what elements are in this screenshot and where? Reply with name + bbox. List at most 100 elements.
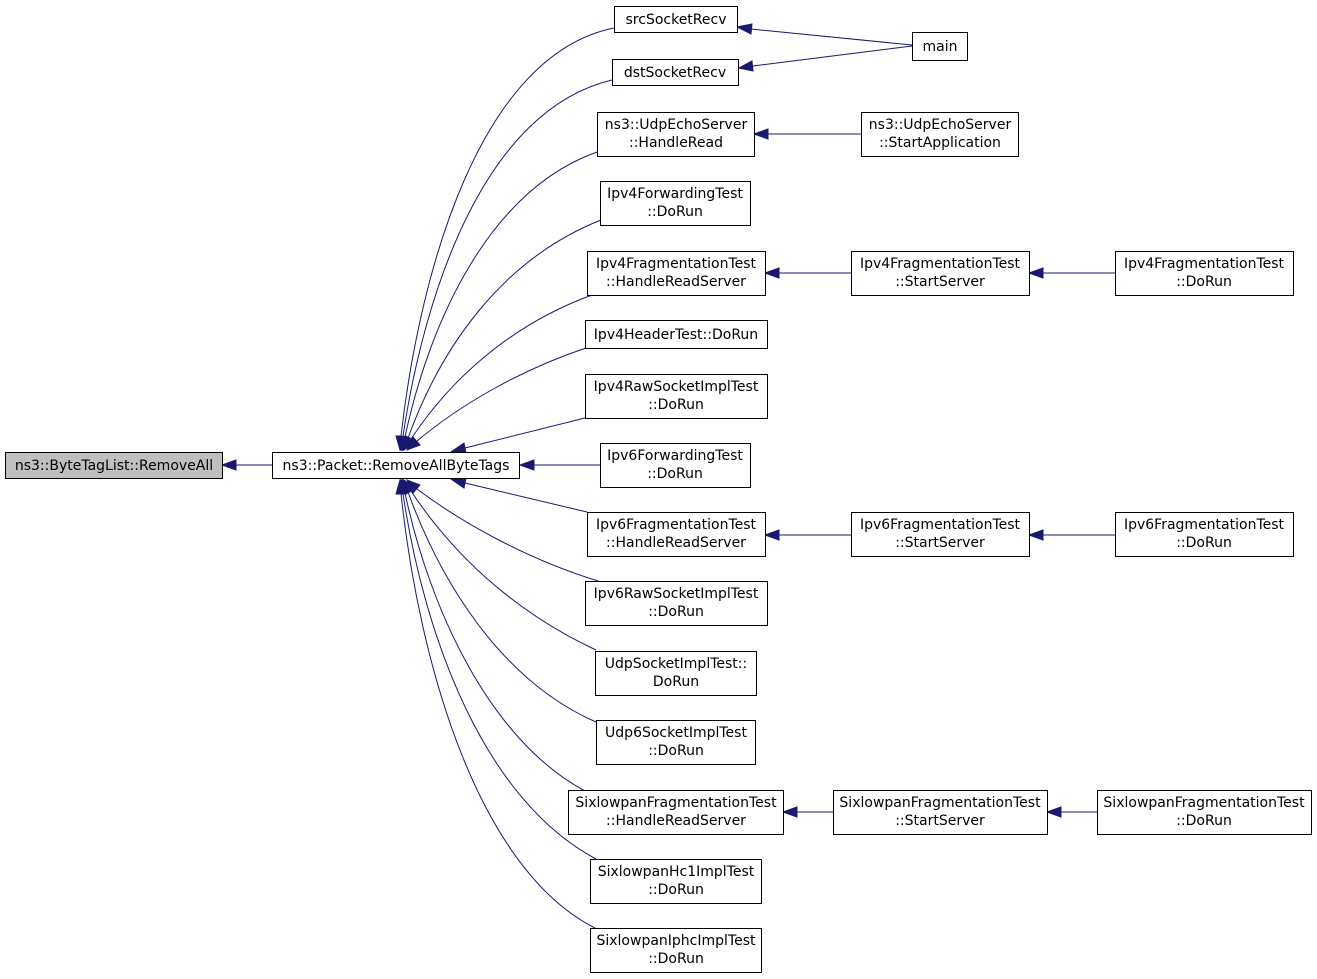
edge-ipv4fwd-to-packet bbox=[407, 219, 602, 439]
edge-arrow bbox=[518, 459, 535, 471]
node-ipv6forwardingtest-dorun[interactable]: Ipv6ForwardingTest ::DoRun bbox=[600, 443, 751, 488]
edge-ipv4frag-read-to-packet bbox=[410, 294, 593, 440]
node-label: SixlowpanIphcImplTest bbox=[596, 933, 756, 949]
node-label: Ipv4HeaderTest::DoRun bbox=[594, 327, 758, 343]
node-label: Ipv6FragmentationTest bbox=[1124, 517, 1285, 533]
node-dstsocketrecv[interactable]: dstSocketRecv bbox=[612, 59, 739, 86]
edge-udpsock-to-packet bbox=[410, 490, 597, 651]
edge-ipv6frag-read-to-packet bbox=[464, 482, 588, 513]
node-label: Ipv6FragmentationTest bbox=[860, 517, 1021, 533]
edge-arrow bbox=[1027, 267, 1044, 279]
node-label: ns3::UdpEchoServer bbox=[869, 117, 1012, 133]
edge-dstrecv-to-packet bbox=[402, 79, 613, 437]
node-srcsocketrecv[interactable]: srcSocketRecv bbox=[614, 6, 738, 33]
node-sixlowpanfragmentationtest-handlereadserver[interactable]: SixlowpanFragmentationTest ::HandleReadS… bbox=[568, 790, 784, 835]
node-label: Udp6SocketImplTest bbox=[605, 725, 747, 741]
edge-ipv4hdr-to-packet bbox=[416, 347, 587, 442]
node-label: Ipv4FragmentationTest bbox=[596, 256, 757, 272]
node-label: DoRun bbox=[653, 674, 699, 690]
edge-arrow bbox=[1027, 529, 1044, 541]
node-label: ::DoRun bbox=[648, 882, 704, 898]
node-ipv6fragmentationtest-startserver[interactable]: Ipv6FragmentationTest ::StartServer bbox=[851, 512, 1030, 557]
edge-main-to-dstrecv bbox=[752, 45, 913, 67]
node-bytetaglist-removeall[interactable]: ns3::ByteTagList::RemoveAll bbox=[5, 452, 223, 479]
node-label: srcSocketRecv bbox=[626, 12, 727, 28]
node-label: ns3::Packet::RemoveAllByteTags bbox=[283, 458, 510, 474]
edge-sixhc1-to-packet bbox=[402, 493, 597, 860]
node-label: ::HandleReadServer bbox=[606, 535, 746, 551]
edge-arrow bbox=[781, 806, 798, 818]
node-label: ::DoRun bbox=[648, 397, 704, 413]
edge-arrow bbox=[449, 442, 467, 454]
edge-ipv4raw-to-packet bbox=[464, 417, 586, 449]
edge-arrow bbox=[737, 60, 754, 72]
node-label: ::DoRun bbox=[1176, 813, 1232, 829]
edge-arrow bbox=[735, 23, 753, 35]
node-label: ::HandleReadServer bbox=[606, 813, 746, 829]
node-label: ::HandleRead bbox=[629, 135, 723, 151]
node-ipv6fragmentationtest-dorun[interactable]: Ipv6FragmentationTest ::DoRun bbox=[1115, 512, 1294, 557]
node-label: ::HandleReadServer bbox=[606, 274, 746, 290]
node-label: dstSocketRecv bbox=[624, 65, 726, 81]
node-label: UdpSocketImplTest:: bbox=[605, 656, 747, 672]
node-label: Ipv6ForwardingTest bbox=[607, 448, 743, 464]
node-label: SixlowpanHc1ImplTest bbox=[598, 864, 755, 880]
node-label: ::StartServer bbox=[895, 535, 985, 551]
node-label: ::DoRun bbox=[648, 743, 704, 759]
edge-sixiphc-to-packet bbox=[400, 493, 596, 929]
node-sixlowpanhc1impltest-dorun[interactable]: SixlowpanHc1ImplTest ::DoRun bbox=[590, 859, 762, 904]
node-label: ::DoRun bbox=[1176, 535, 1232, 551]
edge-arrow bbox=[449, 477, 467, 489]
edges bbox=[220, 23, 1115, 929]
node-packet-removeallbytetags[interactable]: ns3::Packet::RemoveAllByteTags bbox=[272, 452, 520, 479]
edge-srcrecv-to-packet bbox=[400, 27, 615, 437]
node-ipv4headertest-dorun[interactable]: Ipv4HeaderTest::DoRun bbox=[585, 320, 768, 349]
node-label: SixlowpanFragmentationTest bbox=[1103, 795, 1305, 811]
edge-sixfrag-read-to-packet bbox=[404, 492, 586, 792]
node-label: ::StartApplication bbox=[879, 135, 1001, 151]
node-label: ::DoRun bbox=[647, 204, 703, 220]
node-sixlowpanfragmentationtest-dorun[interactable]: SixlowpanFragmentationTest ::DoRun bbox=[1097, 790, 1312, 835]
node-label: ::DoRun bbox=[648, 604, 704, 620]
node-ipv4forwardingtest-dorun[interactable]: Ipv4ForwardingTest ::DoRun bbox=[600, 181, 751, 226]
node-label: ns3::ByteTagList::RemoveAll bbox=[15, 458, 213, 474]
node-label: ns3::UdpEchoServer bbox=[605, 117, 748, 133]
node-ipv6rawsocketimpltest-dorun[interactable]: Ipv6RawSocketImplTest ::DoRun bbox=[585, 581, 768, 626]
node-ipv4rawsocketimpltest-dorun[interactable]: Ipv4RawSocketImplTest ::DoRun bbox=[585, 374, 768, 419]
node-label: ::StartServer bbox=[895, 813, 985, 829]
node-label: Ipv4FragmentationTest bbox=[1124, 256, 1285, 272]
edge-arrow bbox=[406, 436, 421, 451]
node-main[interactable]: main bbox=[912, 32, 968, 61]
edge-udp6sock-to-packet bbox=[407, 491, 597, 723]
node-sixlowpaniphcimpltest-dorun[interactable]: SixlowpanIphcImplTest ::DoRun bbox=[590, 928, 762, 973]
node-udpechoserver-startapplication[interactable]: ns3::UdpEchoServer ::StartApplication bbox=[861, 112, 1019, 157]
node-label: Ipv6FragmentationTest bbox=[596, 517, 757, 533]
node-ipv4fragmentationtest-startserver[interactable]: Ipv4FragmentationTest ::StartServer bbox=[851, 251, 1030, 296]
edge-arrow bbox=[763, 529, 780, 541]
node-ipv6fragmentationtest-handlereadserver[interactable]: Ipv6FragmentationTest ::HandleReadServer bbox=[587, 512, 766, 557]
edge-main-to-srcrecv bbox=[750, 28, 913, 46]
node-label: Ipv4RawSocketImplTest bbox=[594, 379, 759, 395]
node-ipv4fragmentationtest-dorun[interactable]: Ipv4FragmentationTest ::DoRun bbox=[1115, 251, 1294, 296]
node-udpechoserver-handleread[interactable]: ns3::UdpEchoServer ::HandleRead bbox=[597, 112, 755, 157]
node-label: Ipv4FragmentationTest bbox=[860, 256, 1021, 272]
node-label: ::DoRun bbox=[647, 466, 703, 482]
node-udpsocketimpltest-dorun[interactable]: UdpSocketImplTest:: DoRun bbox=[595, 651, 757, 696]
node-ipv4fragmentationtest-handlereadserver[interactable]: Ipv4FragmentationTest ::HandleReadServer bbox=[587, 251, 766, 296]
edge-arrow bbox=[752, 128, 769, 140]
node-udp6socketimpltest-dorun[interactable]: Udp6SocketImplTest ::DoRun bbox=[596, 720, 756, 765]
node-label: SixlowpanFragmentationTest bbox=[575, 795, 777, 811]
edge-arrow bbox=[763, 267, 780, 279]
node-label: ::DoRun bbox=[1176, 274, 1232, 290]
node-label: SixlowpanFragmentationTest bbox=[839, 795, 1041, 811]
nodes: ns3::ByteTagList::RemoveAll ns3::Packet:… bbox=[5, 6, 1312, 973]
edge-ipv6raw-to-packet bbox=[416, 488, 599, 582]
edge-arrow bbox=[220, 459, 237, 471]
node-sixlowpanfragmentationtest-startserver[interactable]: SixlowpanFragmentationTest ::StartServer bbox=[833, 790, 1048, 835]
edge-arrow bbox=[1045, 806, 1062, 818]
node-label: main bbox=[923, 39, 958, 55]
node-label: Ipv6RawSocketImplTest bbox=[594, 586, 759, 602]
edge-udpecho-read-to-packet bbox=[404, 151, 598, 438]
node-label: Ipv4ForwardingTest bbox=[607, 186, 743, 202]
